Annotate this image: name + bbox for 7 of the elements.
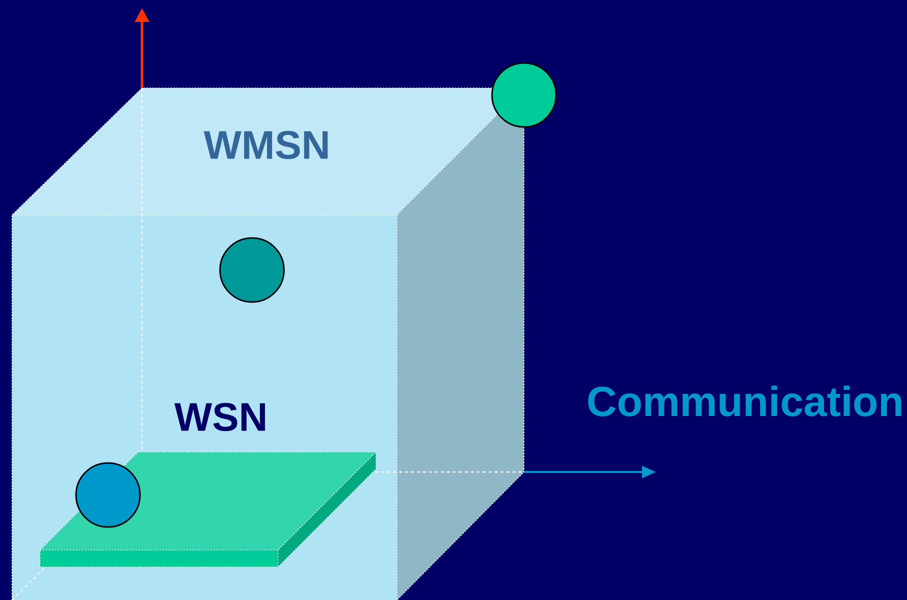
node-label: WMSN <box>204 130 328 160</box>
platform-slab: WSN <box>40 402 376 568</box>
sphere <box>75 462 141 528</box>
sphere <box>219 237 285 303</box>
axis-label: Communication <box>588 386 902 416</box>
node-label: WSN <box>174 402 265 432</box>
sphere <box>491 62 557 128</box>
